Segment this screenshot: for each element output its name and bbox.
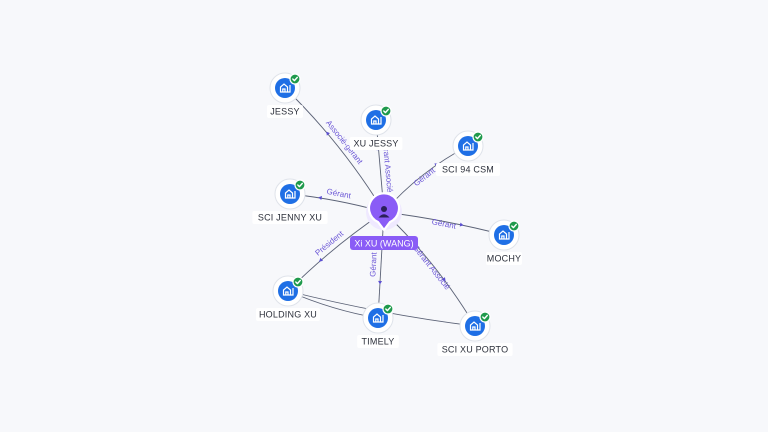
node-label-box	[486, 252, 522, 265]
building-icon	[462, 141, 474, 151]
verified-check-icon	[382, 303, 394, 315]
relation-label-sci-xu-porto: Gérant Associé	[411, 243, 452, 291]
building-icon	[469, 321, 481, 331]
verified-check-icon	[479, 311, 491, 323]
company-node-xu-jessy[interactable]: XU JESSY	[349, 104, 403, 150]
company-label-jessy[interactable]: JESSY	[270, 107, 300, 117]
verified-check-icon	[508, 220, 520, 232]
node-core	[280, 184, 300, 204]
center-node[interactable]: Xi XU (WANG)	[350, 192, 418, 250]
verified-check-icon	[380, 105, 392, 117]
node-label-box	[436, 163, 500, 176]
verified-check-icon	[472, 131, 484, 143]
building-icon	[279, 83, 291, 93]
relation-label-sci-94-csm: Gérant	[412, 165, 437, 188]
node-core	[458, 136, 478, 156]
node-core	[494, 225, 514, 245]
company-node-jessy[interactable]: JESSY	[267, 72, 303, 118]
company-label-xu-jessy[interactable]: XU JESSY	[353, 139, 398, 149]
verified-check-icon	[292, 276, 304, 288]
company-label-holding-xu[interactable]: HOLDING XU	[259, 310, 317, 320]
relation-arrow-sci-xu-porto	[441, 277, 446, 282]
relation-arrow-jessy	[326, 131, 330, 136]
center-label-box	[350, 236, 418, 250]
company-label-mochy[interactable]: MOCHY	[487, 254, 522, 264]
node-core	[366, 110, 386, 130]
relation-arrow-holding-xu	[319, 257, 324, 262]
node-core	[465, 316, 485, 336]
center-label[interactable]: Xi XU (WANG)	[354, 238, 413, 248]
node-core	[368, 308, 388, 328]
building-icon	[284, 189, 296, 199]
node-core	[275, 78, 295, 98]
company-node-mochy[interactable]: MOCHY	[486, 219, 522, 265]
company-node-sci-xu-porto[interactable]: SCI XU PORTO	[437, 310, 513, 356]
nodes-layer: JESSY XU JESSY SCI 94 CSM SCI JENNY XU MOCHY…	[252, 72, 522, 356]
node-label-box	[267, 105, 303, 118]
node-core	[278, 281, 298, 301]
node-label-box	[256, 308, 320, 321]
company-node-sci-jenny-xu[interactable]: SCI JENNY XU	[252, 178, 328, 224]
node-label-box	[252, 211, 328, 224]
node-label-box	[437, 343, 513, 356]
building-icon	[498, 230, 510, 240]
node-label-box	[349, 137, 403, 150]
relation-label-sci-jenny-xu: Gérant	[326, 187, 352, 201]
relation-label-timely: Gérant	[368, 251, 378, 277]
company-label-timely[interactable]: TIMELY	[361, 337, 394, 347]
relation-arrow-sci-jenny-xu	[318, 196, 323, 200]
relation-label-mochy: Gérant	[431, 217, 457, 231]
company-node-holding-xu[interactable]: HOLDING XU	[256, 275, 320, 321]
company-node-timely[interactable]: TIMELY	[357, 302, 399, 348]
company-label-sci-94-csm[interactable]: SCI 94 CSM	[442, 165, 494, 175]
company-label-sci-jenny-xu[interactable]: SCI JENNY XU	[258, 213, 322, 223]
company-label-sci-xu-porto[interactable]: SCI XU PORTO	[442, 345, 509, 355]
node-label-box	[357, 335, 399, 348]
building-icon	[370, 115, 382, 125]
relation-arrow-mochy	[459, 222, 464, 227]
verified-check-icon	[289, 73, 301, 85]
verified-check-icon	[294, 179, 306, 191]
company-node-sci-94-csm[interactable]: SCI 94 CSM	[436, 130, 500, 176]
relation-arrow-timely	[378, 280, 383, 285]
person-icon	[378, 206, 390, 218]
building-icon	[282, 286, 294, 296]
building-icon	[372, 313, 384, 323]
